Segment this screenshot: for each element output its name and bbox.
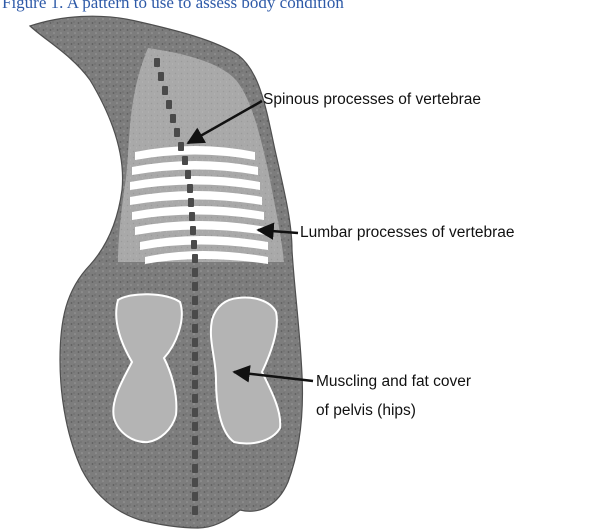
spinous-processes-label: Spinous processes of vertebrae [263,88,481,112]
muscling-label-line-1: Muscling and fat cover [316,370,471,394]
muscling-label-line-2: of pelvis (hips) [316,399,416,423]
lumbar-processes-label: Lumbar processes of vertebrae [300,221,515,245]
